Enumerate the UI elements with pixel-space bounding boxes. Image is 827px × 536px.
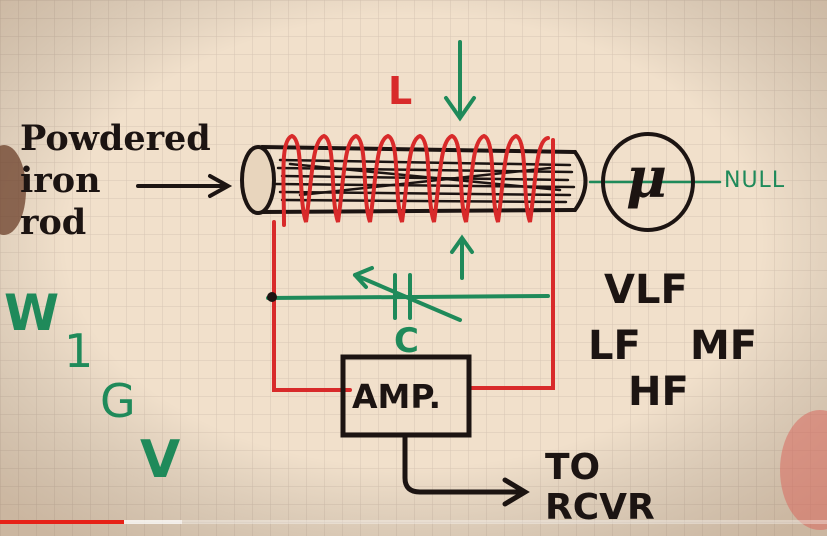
rod-caption-line: rod: [20, 202, 87, 243]
output-caption-line: TO: [545, 447, 601, 488]
side-letter: V: [140, 430, 181, 490]
finger-right: [780, 410, 827, 530]
side-letter: W: [4, 284, 60, 342]
capacitor-label: C: [394, 321, 419, 361]
mu-symbol: μ: [626, 145, 667, 211]
rod-caption: Powdered iron rod: [20, 118, 211, 244]
finger-left: [0, 145, 26, 235]
output-caption: TO RCVR: [545, 448, 655, 528]
side-letter: 1: [64, 324, 94, 378]
null-label: NULL: [724, 168, 786, 193]
band-label-mf: MF: [690, 323, 758, 369]
rod-caption-line: Powdered: [20, 118, 211, 159]
band-label-hf: HF: [628, 369, 689, 415]
amplifier-label: AMP.: [352, 377, 442, 416]
rod-caption-line: iron: [20, 160, 101, 201]
side-letter: G: [100, 374, 136, 428]
output-caption-line: RCVR: [545, 487, 655, 528]
band-label-vlf: VLF: [604, 267, 688, 313]
band-label-lf: LF: [588, 323, 641, 369]
progress-played: [0, 520, 125, 524]
video-progress-bar[interactable]: [0, 520, 827, 524]
inductor-label: L: [388, 69, 413, 113]
